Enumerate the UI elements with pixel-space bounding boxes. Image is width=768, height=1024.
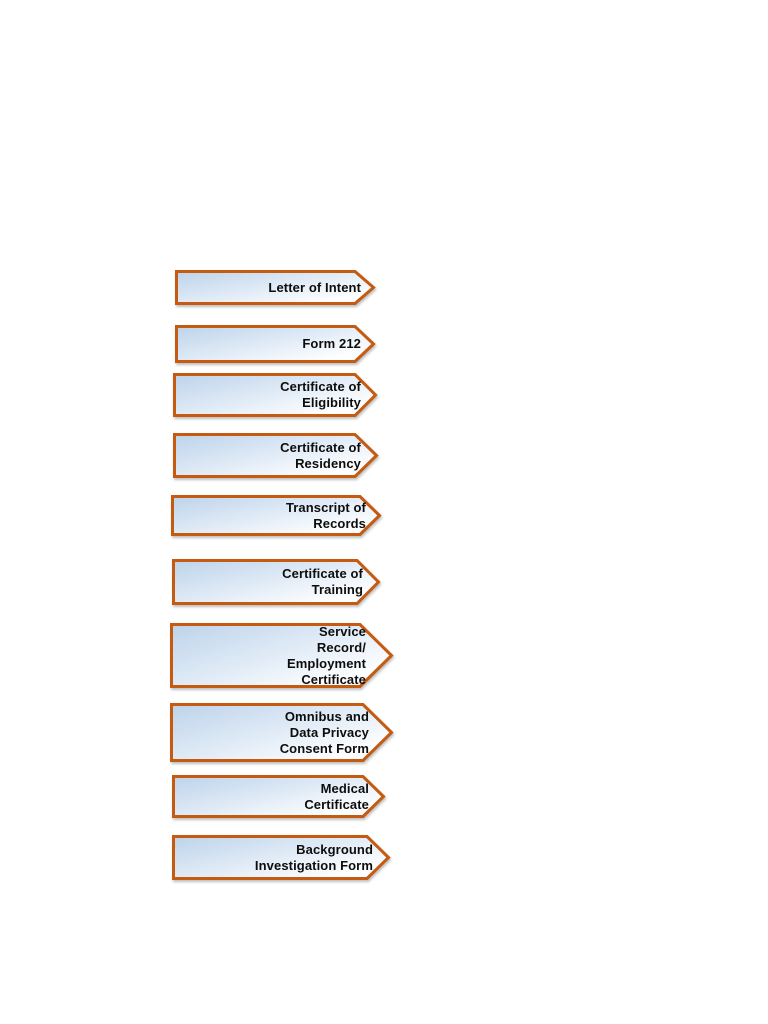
- banner-label: Form 212: [302, 336, 361, 351]
- arrow-pentagon-shape: [172, 559, 381, 605]
- document-banner: Background Investigation Form: [172, 835, 391, 880]
- banner-label: Medical Certificate: [304, 780, 369, 812]
- document-banner: Letter of Intent: [175, 270, 376, 305]
- arrow-pentagon-shape: [171, 495, 382, 536]
- arrow-pentagon-shape: [170, 703, 394, 762]
- arrow-pentagon-shape: [170, 623, 394, 688]
- document-banner: Omnibus and Data Privacy Consent Form: [170, 703, 394, 762]
- banner-label: Omnibus and Data Privacy Consent Form: [279, 708, 369, 756]
- arrow-pentagon-shape: [172, 775, 386, 818]
- banner-label: Certificate of Training: [282, 566, 363, 597]
- banner-label: Service Record/ Employment Certificate: [286, 623, 366, 687]
- document-banner: Service Record/ Employment Certificate: [170, 623, 394, 688]
- arrow-pentagon-shape: [175, 270, 376, 305]
- banner-label: Letter of Intent: [268, 279, 361, 295]
- banner-label: Certificate of Eligibility: [280, 379, 361, 410]
- arrow-pentagon-shape: [173, 433, 379, 478]
- arrow-pentagon-shape: [173, 373, 378, 417]
- document-banner: Form 212: [175, 325, 376, 363]
- document-banner: Certificate of Training: [172, 559, 381, 605]
- document-banner: Certificate of Eligibility: [173, 373, 378, 417]
- document-banner: Medical Certificate: [172, 775, 386, 818]
- arrow-pentagon-shape: [175, 325, 376, 363]
- document-banner: Certificate of Residency: [173, 433, 379, 478]
- banner-label: Transcript of Records: [285, 499, 366, 531]
- banner-label: Background Investigation Form: [254, 841, 373, 873]
- banner-label: Certificate of Residency: [280, 439, 361, 471]
- arrow-pentagon-shape: [172, 835, 391, 880]
- document-banner: Transcript of Records: [171, 495, 382, 536]
